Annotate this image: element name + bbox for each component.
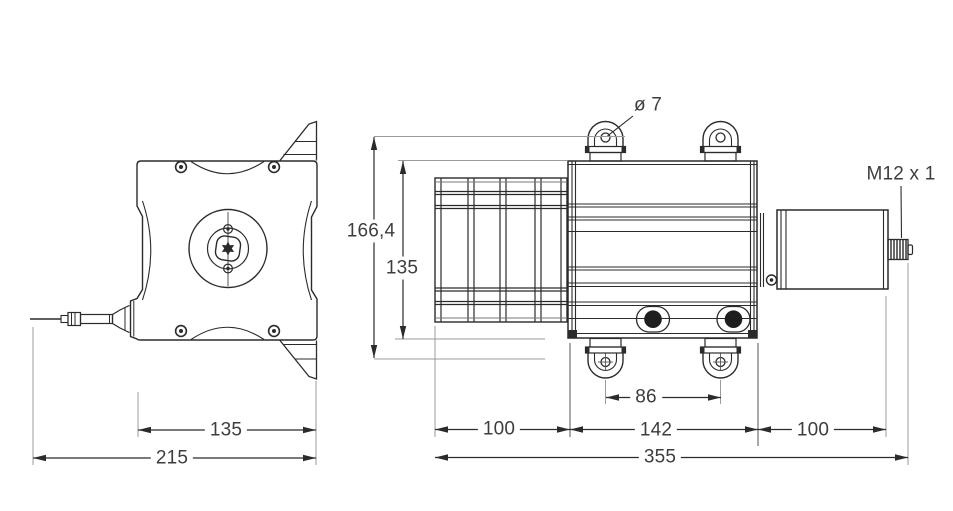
clamp-slot-left — [635, 305, 671, 333]
rear-depth-dim: 100 — [791, 418, 835, 442]
connector-pin-tip — [907, 244, 914, 256]
overall-height-dim: 166,4 — [341, 219, 401, 243]
main-body — [567, 160, 758, 339]
measuring-wire-outlet — [30, 304, 130, 334]
foot-block-right — [748, 330, 757, 338]
clamp-slot-right — [716, 305, 751, 333]
bracket-bottom — [279, 340, 318, 380]
side-view — [434, 115, 914, 379]
wire-drum-hub — [188, 208, 268, 289]
front-width-dim: 135 — [204, 418, 248, 442]
hole-diameter-label: ø 7 — [633, 94, 663, 116]
leader-lines — [607, 115, 903, 239]
torx-screw-icon — [221, 241, 235, 256]
clamp-hole-right — [724, 310, 743, 329]
body-height-dim: 135 — [380, 256, 424, 280]
corner-screws — [174, 160, 281, 338]
front-view — [30, 120, 318, 380]
dia7-leader — [607, 115, 634, 137]
overall-depth-dim: 355 — [638, 445, 682, 469]
extension-lines — [32, 136, 909, 465]
clamp-hole-left — [644, 310, 662, 329]
body-depth-dim: 142 — [634, 418, 678, 442]
mounting-ear-top-left — [584, 120, 627, 162]
rear-flange — [759, 213, 778, 287]
drum-depth-dim: 100 — [477, 417, 521, 441]
bottom-ear-crosshairs — [598, 353, 728, 371]
bracket-top — [279, 120, 318, 161]
connector-thread-label: M12 x 1 — [866, 163, 936, 185]
front-overall-width-dim: 215 — [150, 446, 194, 470]
drum-housing-profile — [434, 177, 568, 323]
m12-connector — [887, 238, 914, 261]
m12-leader — [900, 185, 903, 239]
encoder-cylinder — [776, 209, 889, 290]
front-face-contour — [141, 161, 313, 340]
dimension-lines — [33, 137, 908, 462]
front-housing-outline — [129, 160, 318, 341]
foot-hole-spacing-dim: 86 — [630, 385, 662, 409]
mounting-ear-top-right — [699, 120, 742, 162]
foot-block-left — [568, 330, 577, 338]
